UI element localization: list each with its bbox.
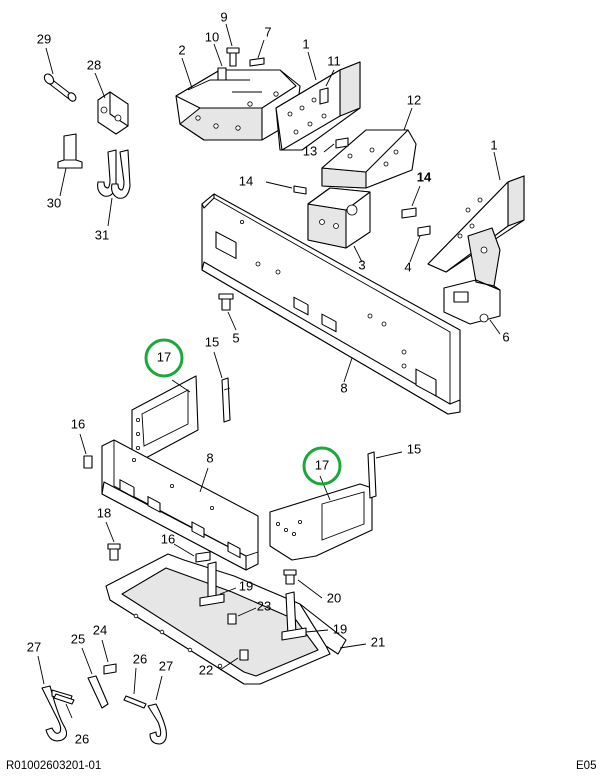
callout-26-left: 26 (75, 731, 89, 746)
callout-30: 30 (47, 195, 61, 210)
pin-part-26-right (123, 667, 147, 709)
callout-29: 29 (37, 31, 51, 46)
callout-6: 6 (502, 329, 509, 344)
callout-17-right: 17 (315, 457, 329, 472)
callout-24: 24 (93, 622, 107, 637)
bracket-part-28 (94, 72, 129, 135)
bolt-part-5 (218, 293, 237, 331)
bolt-part-22 (219, 649, 249, 671)
clip-part-30 (57, 133, 83, 197)
bracket-part-2 (175, 57, 301, 141)
callout-27-right: 27 (159, 658, 173, 673)
bracket-part-19-left (199, 561, 237, 607)
crossmember-part-8-lower (101, 439, 259, 571)
bolt-part-16-lower (173, 543, 211, 563)
plate-part-17-right (269, 475, 373, 561)
pin-part-29 (43, 47, 77, 102)
bolt-part-24 (101, 639, 117, 675)
bracket-part-3 (265, 181, 371, 263)
callout-14-left: 14 (239, 173, 253, 188)
clip-part-25 (81, 647, 109, 709)
callout-16-lower: 16 (161, 531, 175, 546)
bolt-part-4 (409, 225, 431, 263)
bolt-part-20 (283, 569, 323, 599)
callout-23: 23 (257, 598, 271, 613)
callout-20: 20 (327, 590, 341, 605)
pin-part-26-left (53, 693, 75, 719)
highlight-circle-17-right (302, 446, 342, 486)
callout-18: 18 (97, 505, 111, 520)
callout-15-left: 15 (205, 334, 219, 349)
revision-code: E05 (576, 760, 596, 772)
bolt-part-18 (105, 521, 121, 561)
callout-2: 2 (178, 42, 185, 57)
hook-part-31 (97, 149, 131, 227)
callout-16-upper: 16 (71, 416, 85, 431)
callout-27-left: 27 (27, 639, 41, 654)
callout-5: 5 (232, 330, 239, 345)
callout-9: 9 (220, 9, 227, 24)
plate-part-17-left (131, 375, 199, 461)
callout-25: 25 (71, 631, 85, 646)
bracket-part-15-left (213, 351, 231, 423)
pan-part-21 (105, 553, 367, 685)
mount-part-6 (443, 227, 501, 335)
callout-11: 11 (327, 53, 341, 68)
callout-26-right: 26 (133, 651, 147, 666)
bolt-group-9-10-7 (213, 23, 265, 81)
callout-8-upper: 8 (340, 380, 347, 395)
callout-21: 21 (371, 634, 385, 649)
hook-part-27-right (147, 675, 167, 745)
callout-3: 3 (358, 257, 365, 272)
callout-10: 10 (205, 29, 219, 44)
callout-19-left: 19 (239, 578, 253, 593)
rail-part-1-upper (275, 51, 361, 151)
callout-12: 12 (407, 92, 421, 107)
bolt-part-16-upper (79, 433, 93, 469)
rail-part-1-right (427, 151, 525, 273)
drawing-number: R01002603201-01 (6, 760, 101, 772)
callout-1-upper: 1 (302, 36, 309, 51)
bolt-part-14-right (401, 185, 421, 219)
callout-31: 31 (95, 227, 109, 242)
bolt-part-23 (227, 607, 257, 625)
crossmember-part-8-upper (201, 193, 461, 415)
callout-7: 7 (264, 24, 271, 39)
highlight-circle-17-left (144, 338, 184, 378)
callout-22: 22 (199, 662, 213, 677)
callout-15-right: 15 (407, 441, 421, 456)
callout-13: 13 (303, 143, 317, 158)
callout-4: 4 (404, 259, 411, 274)
bracket-part-15-right (367, 451, 403, 499)
callout-17-left: 17 (157, 349, 171, 364)
callout-28: 28 (87, 57, 101, 72)
callout-1-right: 1 (490, 137, 497, 152)
bracket-part-12 (321, 107, 417, 189)
callout-19-right: 19 (333, 621, 347, 636)
bracket-part-19-right (281, 591, 329, 641)
callout-8-lower: 8 (206, 450, 213, 465)
callout-14-right: 14 (417, 169, 432, 184)
